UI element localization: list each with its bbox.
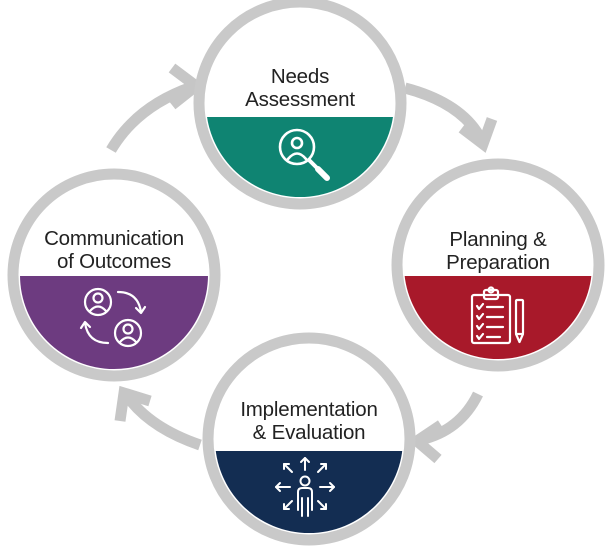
node-label-communication-outcomes: Communication of Outcomes	[24, 227, 204, 273]
node-label-line: Communication	[44, 227, 184, 250]
arrow-head-se	[407, 420, 445, 464]
arrow-needs-to-planning	[403, 82, 486, 142]
clipboard-checklist-icon	[470, 286, 525, 345]
node-label-line: Implementation	[240, 398, 378, 421]
arrow-head-ne	[458, 117, 498, 153]
arrow-heads	[114, 63, 498, 464]
node-label-line: of Outcomes	[56, 250, 171, 273]
node-fill	[20, 276, 208, 369]
person-arrows-icon	[275, 457, 335, 517]
people-exchange-icon	[79, 287, 147, 348]
node-label-planning-preparation: Planning & Preparation	[413, 228, 583, 274]
node-label-line: Preparation	[446, 251, 550, 274]
node-label-line: Planning &	[449, 228, 547, 251]
arrow-implementation-to-communication	[122, 392, 202, 451]
node-planning-preparation	[391, 158, 605, 372]
node-label-line: & Evaluation	[252, 421, 366, 444]
arrow-head-sw	[114, 385, 152, 422]
node-label-needs-assessment: Needs Assessment	[215, 65, 385, 111]
node-implementation-evaluation	[202, 332, 416, 546]
node-label-implementation-evaluation: Implementation & Evaluation	[214, 398, 404, 444]
node-label-line: Assessment	[245, 88, 355, 111]
node-needs-assessment	[193, 0, 407, 210]
node-label-line: Needs	[270, 65, 330, 88]
node-communication-outcomes	[7, 168, 221, 382]
magnifier-person-icon	[278, 128, 330, 181]
